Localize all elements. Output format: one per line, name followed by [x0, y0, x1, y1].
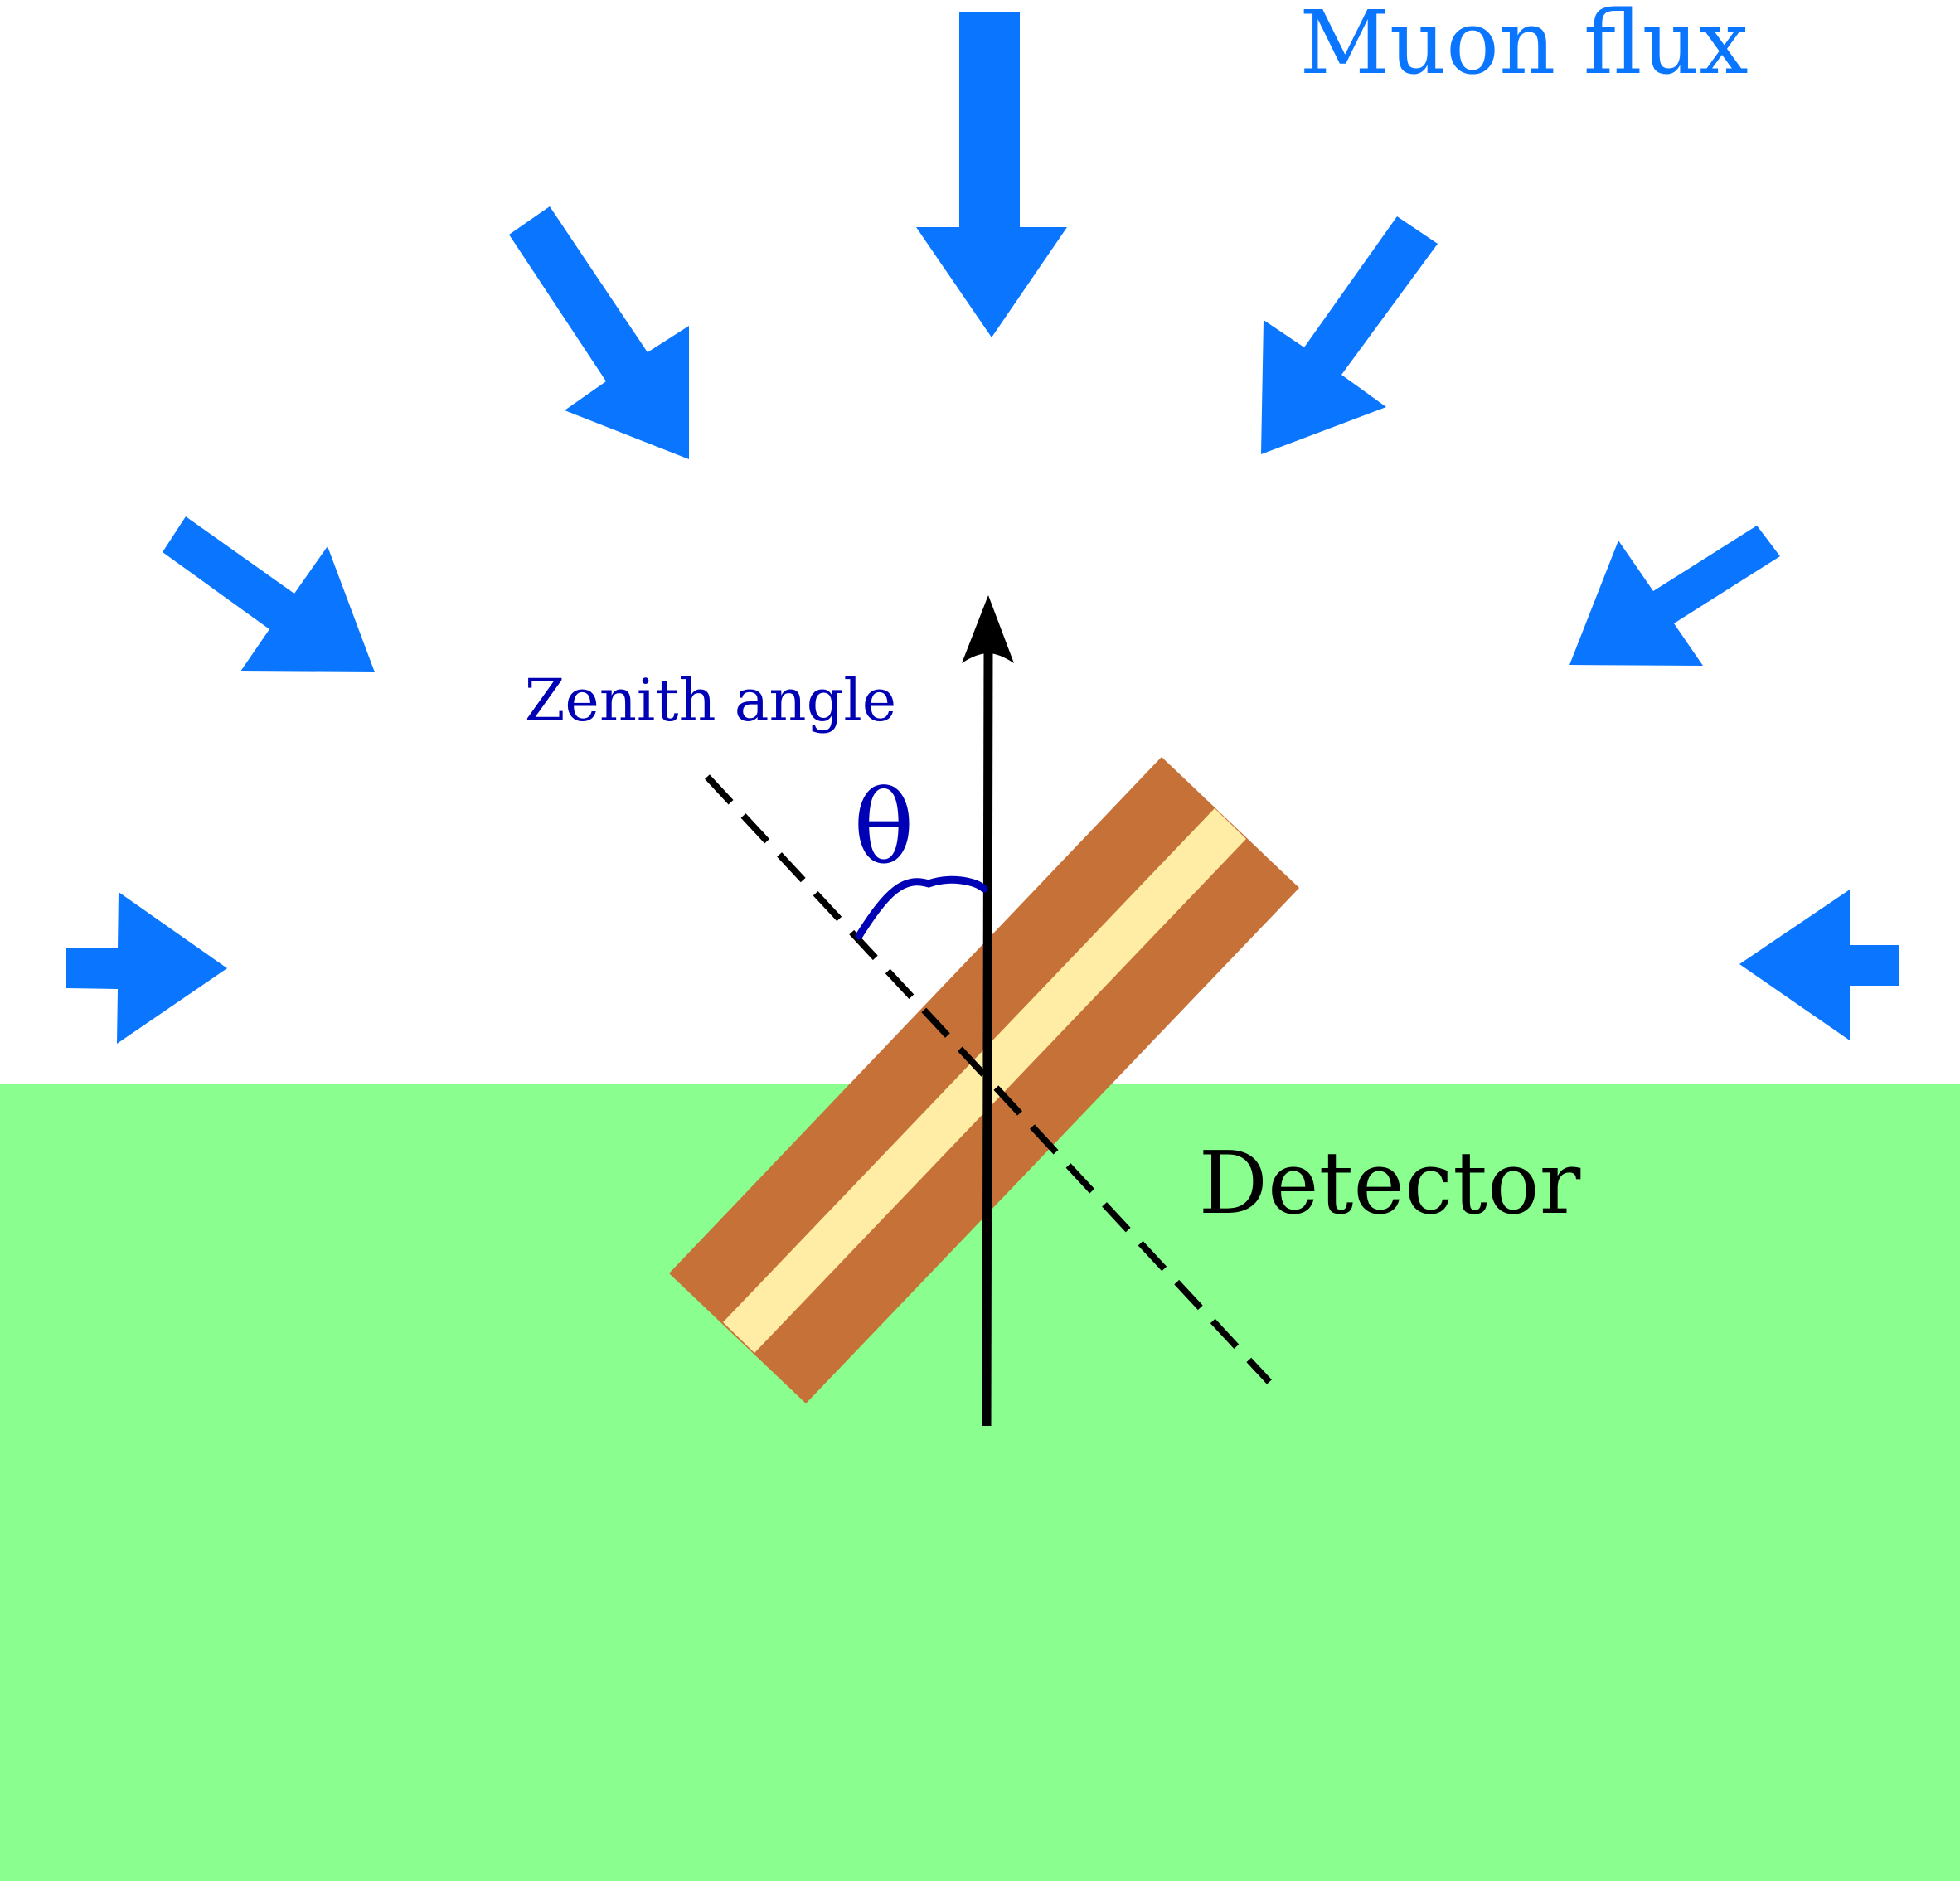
flux-arrow-left [66, 892, 227, 1044]
vertical-axis [962, 595, 1014, 1427]
theta-symbol: θ [853, 768, 914, 886]
vertical-axis-line [982, 646, 993, 1427]
zenith-angle-label: Zenith angle [525, 667, 896, 734]
vertical-axis-arrowhead [962, 595, 1014, 663]
flux-arrow-mid-left [163, 516, 375, 672]
detector-normal-dashed-line [705, 774, 1272, 1384]
detector-label: Detector [1199, 1132, 1581, 1234]
flux-arrow-top [916, 12, 1067, 337]
flux-arrow-upper-right [1261, 216, 1438, 454]
flux-arrow-upper-left [509, 206, 689, 459]
muon-flux-label: Muon flux [1299, 0, 1748, 94]
flux-arrow-mid-right [1569, 526, 1780, 666]
muon-flux-arrows [66, 12, 1899, 1044]
zenith-angle-arc [855, 875, 988, 940]
flux-arrow-right [1739, 890, 1899, 1040]
